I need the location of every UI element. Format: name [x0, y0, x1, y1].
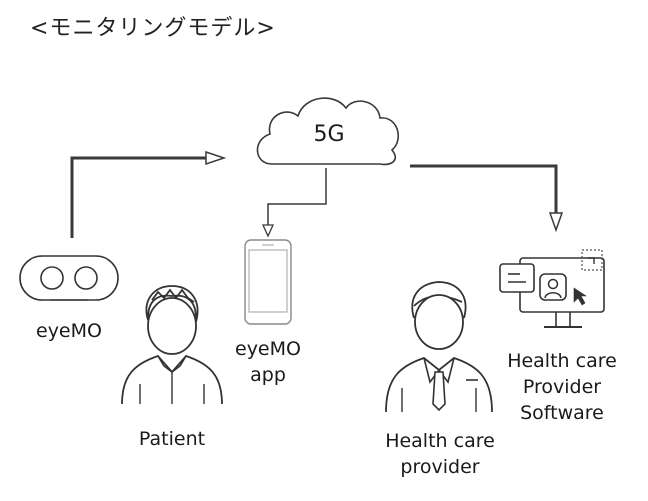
eyemo-label: eyeMO	[36, 320, 102, 342]
patient-label: Patient	[138, 428, 206, 450]
diagram-title: <モニタリングモデル>	[30, 16, 276, 41]
eyemo-app-label-line1: eyeMO	[235, 338, 301, 360]
connector-eyemo-to-cloud	[70, 156, 208, 238]
provider-label-line1: Health care	[385, 430, 495, 452]
arrowhead-to-cloud	[205, 150, 227, 166]
software-label-line3: Software	[520, 402, 604, 424]
connector-cloud-to-software	[410, 164, 558, 214]
cloud-label: 5G	[313, 122, 345, 147]
eyemo-device-icon	[19, 255, 119, 301]
provider-label: Health care provider	[370, 428, 510, 480]
cloud-icon	[256, 97, 400, 166]
software-label: Health care Provider Software	[492, 348, 632, 426]
arrowhead-to-software	[548, 212, 564, 233]
software-label-line2: Provider	[522, 376, 602, 398]
provider-label-line2: provider	[400, 456, 480, 478]
smartphone-icon	[244, 239, 292, 325]
eyemo-app-label: eyeMO app	[218, 336, 318, 388]
eyemo-app-label-line2: app	[250, 364, 286, 386]
provider-icon	[385, 281, 493, 413]
monitor-software-icon	[499, 249, 605, 328]
software-label-line1: Health care	[507, 350, 617, 372]
arrowhead-to-app	[261, 224, 275, 238]
patient-icon	[121, 285, 223, 405]
connector-cloud-to-app	[267, 168, 327, 226]
